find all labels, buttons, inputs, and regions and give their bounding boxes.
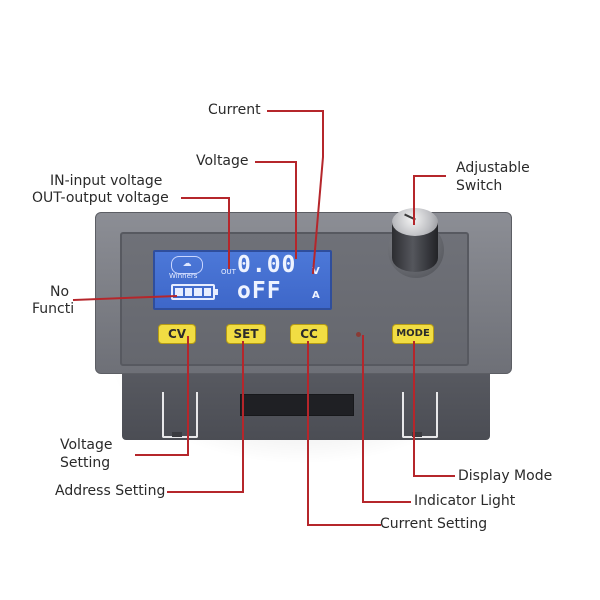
label-function: Functi: [32, 301, 75, 317]
lcd-logo-text: Winners: [169, 272, 198, 280]
label-in-input-voltage: IN-input voltage: [50, 173, 163, 189]
label-switch: Switch: [456, 178, 503, 194]
knob-cap[interactable]: [392, 208, 438, 236]
lcd-display: ☁ Winners OUT 0.00 V oFF A: [153, 250, 332, 310]
label-no: No: [50, 284, 70, 300]
lcd-out-label: OUT: [221, 268, 236, 276]
clip-tab-left: [172, 432, 182, 437]
label-indicator-light: Indicator Light: [414, 493, 516, 509]
cc-button[interactable]: CC: [290, 324, 328, 344]
label-voltage-setting-2: Setting: [60, 455, 111, 471]
lcd-voltage-reading: 0.00: [237, 252, 297, 278]
clip-tab-right: [412, 432, 422, 437]
lcd-current-unit: A: [312, 290, 320, 301]
label-voltage-setting-1: Voltage: [60, 437, 113, 453]
terminal-slot: [240, 394, 354, 416]
label-current: Current: [208, 102, 261, 118]
label-current-setting: Current Setting: [380, 516, 488, 532]
label-display-mode: Display Mode: [458, 468, 553, 484]
indicator-light: [356, 332, 361, 337]
mode-button[interactable]: MODE: [392, 324, 434, 344]
lcd-current-reading: oFF: [237, 278, 282, 304]
label-address-setting: Address Setting: [55, 483, 166, 499]
set-button[interactable]: SET: [226, 324, 266, 344]
label-out-output-voltage: OUT-output voltage: [32, 190, 169, 206]
label-adjustable: Adjustable: [456, 160, 530, 176]
battery-icon: [171, 284, 218, 300]
cv-button[interactable]: CV: [158, 324, 196, 344]
label-voltage: Voltage: [196, 153, 249, 169]
lcd-voltage-unit: V: [312, 266, 320, 277]
